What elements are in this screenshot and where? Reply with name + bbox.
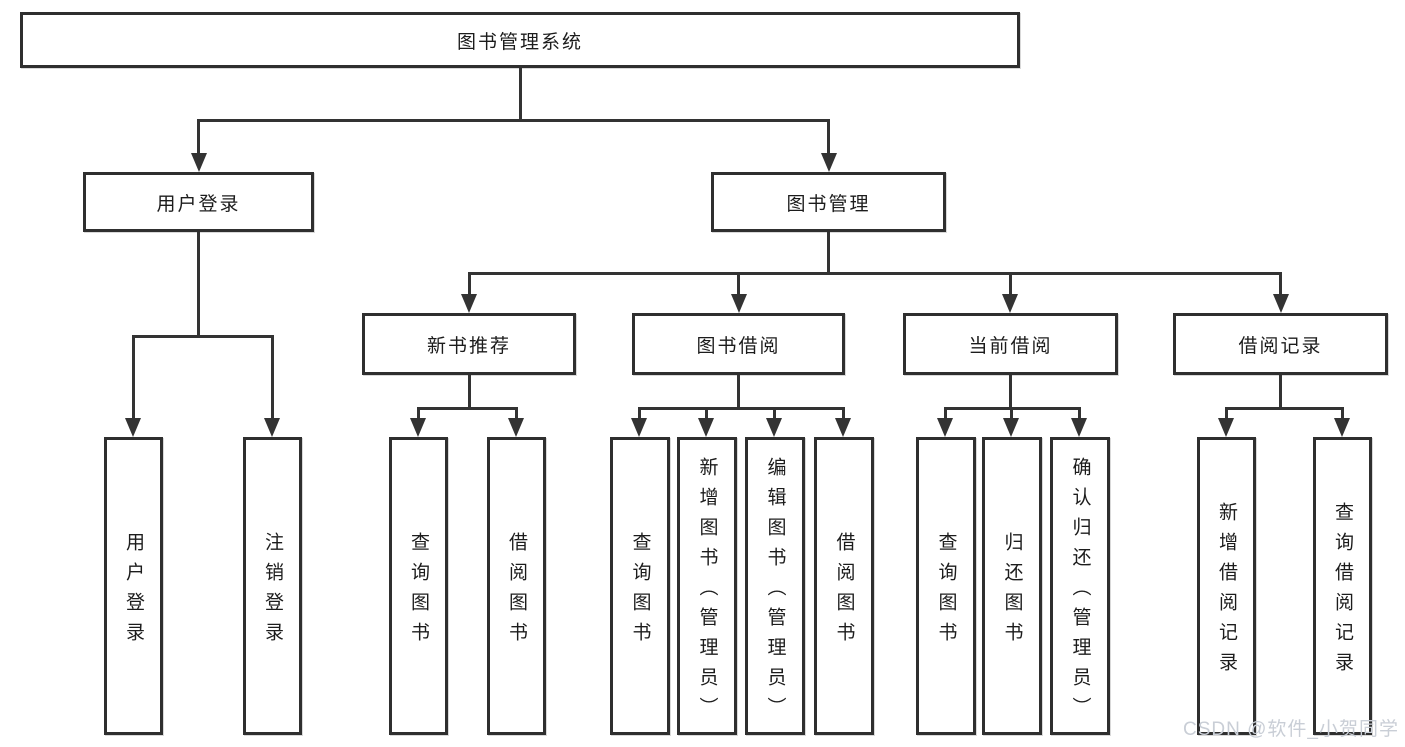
- leaf-query-borrow-record: 查询借阅记录: [1313, 437, 1372, 735]
- node-label: 用户登录: [123, 531, 144, 652]
- connector-line: [1008, 272, 1012, 296]
- node-new-book-recommendation: 新书推荐: [362, 313, 576, 375]
- node-label: 查询图书: [935, 531, 957, 652]
- connector-line: [131, 335, 274, 338]
- leaf-query-books-borrow: 查询图书: [610, 437, 670, 735]
- connector-line: [1009, 407, 1013, 420]
- connector-line: [416, 407, 420, 420]
- connector-line: [827, 232, 830, 274]
- connector-line: [637, 407, 845, 410]
- arrow-down-icon: [1003, 418, 1019, 437]
- leaf-confirm-return-admin: 确认归还（管理员）: [1050, 437, 1110, 735]
- arrow-down-icon: [1334, 418, 1350, 437]
- leaf-logout: 注销登录: [243, 437, 302, 735]
- node-label: 借阅图书: [833, 531, 855, 652]
- connector-line: [1224, 407, 1228, 420]
- arrow-down-icon: [264, 418, 280, 437]
- node-label: 用户登录: [156, 193, 241, 215]
- connector-line: [197, 232, 200, 337]
- node-label: 图书借阅: [696, 335, 781, 357]
- connector-line: [1224, 407, 1344, 410]
- node-current-borrowing: 当前借阅: [903, 313, 1118, 375]
- arrow-down-icon: [410, 418, 426, 437]
- node-label: 编辑图书（管理员）: [764, 456, 786, 727]
- node-label: 图书管理系统: [456, 31, 583, 53]
- connector-line: [1340, 407, 1344, 420]
- node-book-borrowing: 图书借阅: [632, 313, 845, 375]
- arrow-down-icon: [730, 294, 747, 313]
- connector-line: [943, 407, 947, 420]
- arrow-down-icon: [835, 418, 851, 437]
- node-library-management-system: 图书管理系统: [20, 12, 1020, 68]
- node-label: 当前借阅: [968, 335, 1053, 357]
- connector-line: [637, 407, 641, 420]
- node-label: 图书管理: [786, 193, 871, 215]
- node-label: 注销登录: [262, 531, 283, 652]
- arrow-down-icon: [125, 418, 141, 437]
- watermark: CSDN @软件_小贺同学: [1183, 719, 1399, 740]
- node-label: 查询借阅记录: [1332, 501, 1353, 682]
- connector-line: [1279, 272, 1282, 296]
- connector-line: [416, 407, 518, 410]
- node-book-management: 图书管理: [711, 172, 946, 232]
- arrow-down-icon: [1071, 418, 1087, 437]
- leaf-return-book: 归还图书: [982, 437, 1042, 735]
- leaf-query-books-current: 查询图书: [916, 437, 976, 735]
- arrow-down-icon: [1272, 294, 1289, 313]
- node-label: 查询图书: [408, 531, 429, 652]
- node-label: 借阅记录: [1238, 335, 1323, 357]
- connector-line: [467, 375, 471, 409]
- connector-line: [467, 272, 1282, 275]
- node-label: 新增图书（管理员）: [696, 456, 718, 727]
- connector-line: [467, 272, 471, 296]
- node-label: 归还图书: [1001, 531, 1023, 652]
- arrow-down-icon: [937, 418, 953, 437]
- connector-line: [514, 407, 518, 420]
- arrow-down-icon: [631, 418, 647, 437]
- arrow-down-icon: [1218, 418, 1234, 437]
- arrow-down-icon: [190, 153, 207, 172]
- connector-line: [518, 68, 522, 121]
- leaf-query-books-recommend: 查询图书: [389, 437, 448, 735]
- connector-line: [197, 119, 200, 155]
- connector-line: [827, 119, 830, 155]
- node-label: 查询图书: [629, 531, 651, 652]
- node-label: 确认归还（管理员）: [1069, 456, 1091, 727]
- node-label: 新书推荐: [426, 335, 511, 357]
- leaf-user-login: 用户登录: [104, 437, 163, 735]
- arrow-down-icon: [766, 418, 782, 437]
- leaf-borrow-book: 借阅图书: [814, 437, 874, 735]
- arrow-down-icon: [820, 153, 837, 172]
- arrow-down-icon: [698, 418, 714, 437]
- connector-line: [270, 335, 274, 420]
- node-borrowing-records: 借阅记录: [1173, 313, 1388, 375]
- node-user-login: 用户登录: [83, 172, 314, 232]
- leaf-add-book-admin: 新增图书（管理员）: [677, 437, 737, 735]
- connector-line: [131, 335, 135, 420]
- connector-line: [197, 119, 830, 122]
- connector-line: [1008, 375, 1012, 409]
- arrow-down-icon: [461, 294, 477, 313]
- leaf-edit-book-admin: 编辑图书（管理员）: [745, 437, 805, 735]
- connector-line: [1077, 407, 1081, 420]
- connector-line: [841, 407, 845, 420]
- connector-line: [737, 272, 740, 296]
- connector-line: [1279, 375, 1282, 409]
- connector-line: [737, 375, 740, 409]
- connector-line: [704, 407, 708, 420]
- arrow-down-icon: [508, 418, 524, 437]
- node-label: 新增借阅记录: [1216, 501, 1237, 682]
- arrow-down-icon: [1002, 294, 1018, 313]
- connector-line: [772, 407, 776, 420]
- leaf-borrow-books-recommend: 借阅图书: [487, 437, 546, 735]
- node-label: 借阅图书: [506, 531, 527, 652]
- leaf-add-borrow-record: 新增借阅记录: [1197, 437, 1256, 735]
